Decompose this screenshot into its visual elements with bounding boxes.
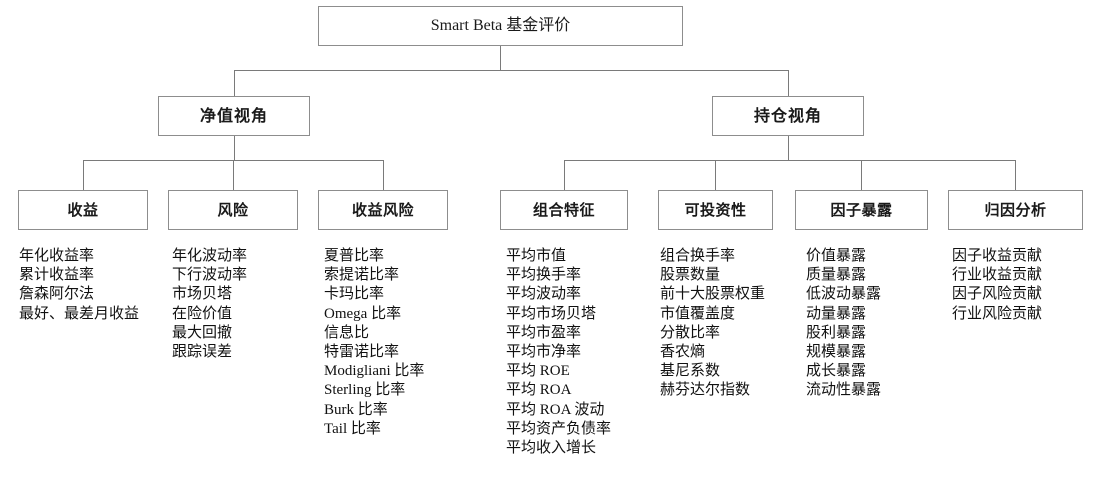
metric-item: 下行波动率 — [172, 267, 248, 284]
connector-to-investability — [715, 160, 716, 190]
category-label: 收益 — [67, 200, 99, 219]
metric-item: 分散比率 — [660, 324, 721, 341]
connector-right-bus — [564, 160, 1016, 161]
metric-item: 平均市场贝塔 — [506, 305, 597, 322]
metric-item: 年化收益率 — [19, 248, 95, 264]
metric-list-investability: 组合换手率股票数量前十大股票权重市值覆盖度分散比率香农熵基尼系数赫芬达尔指数 — [660, 247, 795, 401]
connector-level2-bus — [234, 70, 789, 71]
metric-item: 流动性暴露 — [806, 382, 882, 399]
connector-to-return — [83, 160, 84, 190]
metric-item: 平均换手率 — [506, 267, 582, 284]
metric-item: 最大回撤 — [172, 324, 233, 341]
metric-item: 信息比 — [324, 324, 370, 341]
root-node[interactable]: Smart Beta 基金评价 — [318, 6, 683, 46]
metric-item: 市场贝塔 — [172, 286, 233, 303]
perspective-label: 净值视角 — [199, 106, 268, 125]
connector-to-attribution — [1015, 160, 1016, 190]
metric-item: 平均 ROE — [506, 363, 570, 380]
category-node-return[interactable]: 收益 — [18, 190, 148, 230]
connector-to-risk — [233, 160, 234, 190]
connector-root-stem — [500, 46, 501, 70]
metric-item: Omega 比率 — [324, 305, 402, 322]
perspective-label: 持仓视角 — [753, 106, 822, 125]
category-label: 收益风险 — [351, 200, 414, 219]
metric-item: 因子收益贡献 — [952, 248, 1043, 264]
category-label: 风险 — [217, 200, 249, 219]
metric-item: 股票数量 — [660, 267, 721, 284]
category-node-factor-exposure[interactable]: 因子暴露 — [795, 190, 928, 230]
metric-item: 行业风险贡献 — [952, 305, 1043, 322]
metric-item: 跟踪误差 — [172, 344, 233, 361]
metric-item: 行业收益贡献 — [952, 267, 1043, 284]
metric-item: 低波动暴露 — [806, 286, 882, 303]
metric-item: 质量暴露 — [806, 267, 867, 284]
metric-item: 股利暴露 — [806, 324, 867, 341]
metric-item: 成长暴露 — [806, 363, 867, 380]
metric-item: Modigliani 比率 — [324, 363, 425, 380]
metric-item: 平均资产负债率 — [506, 420, 612, 437]
category-label: 可投资性 — [684, 200, 747, 219]
metric-list-return: 年化收益率累计收益率詹森阿尔法最好、最差月收益 — [19, 247, 147, 324]
category-label: 因子暴露 — [830, 200, 893, 219]
metric-list-risk: 年化波动率下行波动率市场贝塔在险价值最大回撤跟踪误差 — [172, 247, 300, 362]
category-node-portfolio-traits[interactable]: 组合特征 — [500, 190, 628, 230]
metric-item: 累计收益率 — [19, 267, 95, 284]
metric-item: 赫芬达尔指数 — [660, 382, 751, 399]
connector-to-portfolio-traits — [564, 160, 565, 190]
metric-item: 平均市值 — [506, 248, 567, 264]
category-node-investability[interactable]: 可投资性 — [658, 190, 773, 230]
metric-item: 平均波动率 — [506, 286, 582, 303]
metric-item: 平均市盈率 — [506, 324, 582, 341]
connector-holdings-stem — [788, 136, 789, 160]
metric-list-return-risk: 夏普比率索提诺比率卡玛比率 Omega 比率信息比特雷诺比率 Modigliani … — [324, 247, 464, 439]
category-node-return-risk[interactable]: 收益风险 — [318, 190, 448, 230]
metric-item: Sterling 比率 — [324, 382, 406, 399]
metric-item: 基尼系数 — [660, 363, 721, 380]
connector-to-return-risk — [383, 160, 384, 190]
metric-item: 年化波动率 — [172, 248, 248, 264]
metric-item: Tail 比率 — [324, 420, 381, 437]
metric-list-attribution: 因子收益贡献行业收益贡献因子风险贡献行业风险贡献 — [952, 247, 1092, 324]
metric-item: 平均市净率 — [506, 344, 582, 361]
metric-item: 在险价值 — [172, 305, 233, 322]
category-label: 归因分析 — [984, 200, 1047, 219]
perspective-node-holdings[interactable]: 持仓视角 — [712, 96, 864, 136]
metric-item: 香农熵 — [660, 344, 706, 361]
metric-item: 平均 ROA 波动 — [506, 401, 605, 418]
metric-item: 动量暴露 — [806, 305, 867, 322]
metric-list-factor-exposure: 价值暴露质量暴露低波动暴露动量暴露股利暴露规模暴露成长暴露流动性暴露 — [806, 247, 936, 401]
metric-item: 市值覆盖度 — [660, 305, 736, 322]
metric-item: 前十大股票权重 — [660, 286, 766, 303]
metric-item: 詹森阿尔法 — [19, 286, 95, 303]
connector-to-factor-exposure — [861, 160, 862, 190]
metric-item: 规模暴露 — [806, 344, 867, 361]
metric-item: 夏普比率 — [324, 248, 385, 264]
metric-item: 平均 ROA — [506, 382, 572, 399]
connector-to-net-value — [234, 70, 235, 96]
perspective-node-net-value[interactable]: 净值视角 — [158, 96, 310, 136]
category-node-risk[interactable]: 风险 — [168, 190, 298, 230]
category-node-attribution[interactable]: 归因分析 — [948, 190, 1083, 230]
metric-item: 特雷诺比率 — [324, 344, 400, 361]
connector-to-holdings — [788, 70, 789, 96]
root-node-label: Smart Beta 基金评价 — [430, 17, 571, 34]
metric-item: 组合换手率 — [660, 248, 736, 264]
metric-item: 卡玛比率 — [324, 286, 385, 303]
metric-item: 索提诺比率 — [324, 267, 400, 284]
metric-item: 价值暴露 — [806, 248, 867, 264]
metric-item: 平均收入增长 — [506, 440, 597, 457]
metric-list-portfolio-traits: 平均市值平均换手率平均波动率平均市场贝塔平均市盈率平均市净率平均 ROE 平均 R… — [506, 247, 656, 458]
metric-item: 最好、最差月收益 — [19, 305, 140, 322]
category-label: 组合特征 — [532, 200, 595, 219]
metric-item: 因子风险贡献 — [952, 286, 1043, 303]
metric-item: Burk 比率 — [324, 401, 388, 418]
connector-net-value-stem — [234, 136, 235, 160]
